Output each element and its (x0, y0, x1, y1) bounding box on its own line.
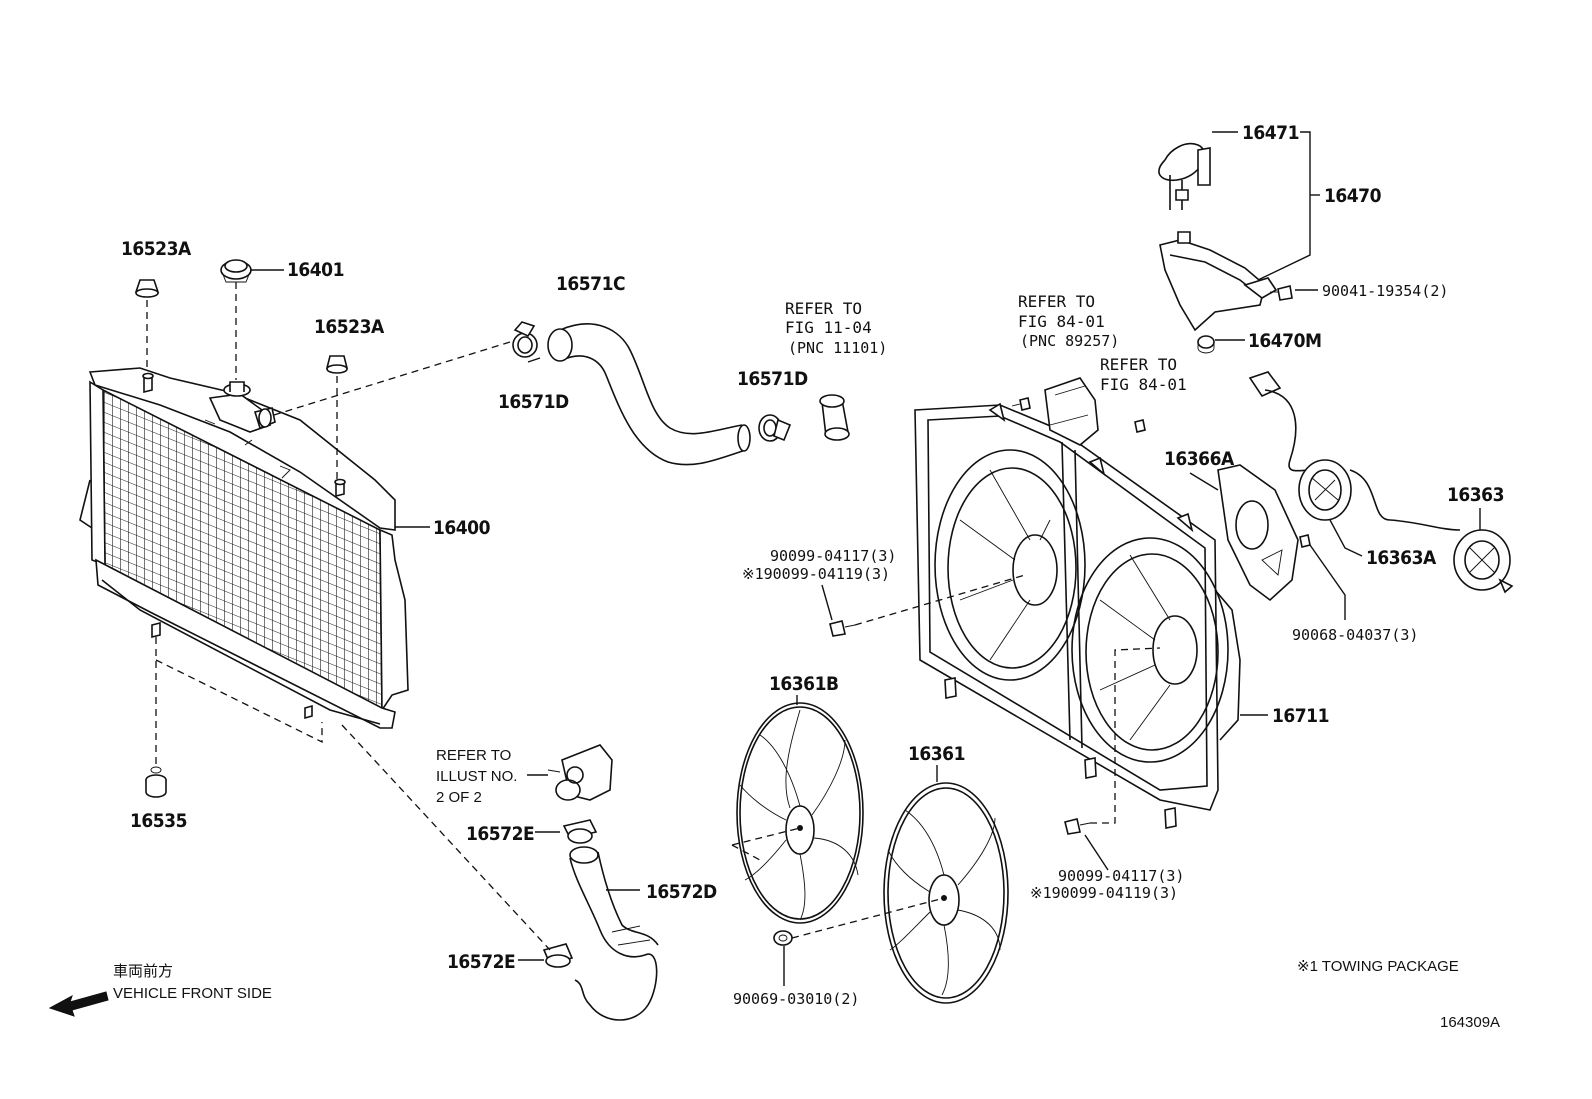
label-16470: 16470 (1324, 185, 1382, 207)
vehicle-front-arrow-icon (48, 991, 109, 1017)
label-16366A: 16366A (1164, 448, 1235, 470)
radiator-cap-illustration (220, 259, 252, 283)
label-16361B: 16361B (769, 673, 839, 695)
screw-upper-illustration (829, 620, 856, 637)
clip-16523A-mid-illustration (325, 355, 349, 374)
relay-bracket-illustration (1011, 377, 1146, 446)
fan-16361B-illustration (736, 702, 864, 924)
radiator-illustration (79, 367, 409, 729)
hose-clamp-16572E-bottom-illustration (542, 943, 574, 968)
refer-fig84a-line3: (PNC 89257) (1020, 332, 1119, 350)
refer-illust-line3: 2 OF 2 (436, 789, 482, 806)
nut-90069-illustration (773, 930, 793, 946)
label-16523A-top: 16523A (121, 238, 192, 260)
refer-fig84b-line1: REFER TO (1100, 355, 1177, 374)
clip-16523A-top-illustration (134, 279, 160, 298)
towing-package-note: ※1 TOWING PACKAGE (1297, 958, 1459, 975)
refer-fig84a-line2: FIG 84-01 (1018, 312, 1105, 331)
label-16535: 16535 (130, 810, 187, 832)
label-90099-04119-lower: ※190099-04119(3) (1030, 884, 1178, 902)
label-90041-19354: 90041-19354(2) (1322, 282, 1448, 300)
hose-clamp-16571D-left-illustration (512, 321, 538, 358)
label-16363: 16363 (1447, 484, 1504, 506)
label-90069-03010: 90069-03010(2) (733, 990, 859, 1008)
assembly-dashed-lines (146, 282, 1161, 951)
fan-motor-16363-illustration (1453, 529, 1514, 594)
label-90099-04117-lower: 90099-04117(3) (1058, 867, 1184, 885)
label-16571D-right: 16571D (737, 368, 808, 390)
label-16523A-mid: 16523A (314, 316, 385, 338)
leader-lines (250, 131, 1481, 986)
refer-fig84a-line1: REFER TO (1018, 292, 1095, 311)
label-16572E-bottom: 16572E (447, 951, 515, 973)
label-16571D-left: 16571D (498, 391, 569, 413)
hose-clamp-16572E-top-illustration (562, 819, 598, 844)
fan-16361-illustration (883, 782, 1009, 1004)
refer-fig11-line2: FIG 11-04 (785, 318, 872, 337)
fan-motor-16363A-illustration (1248, 371, 1461, 531)
reservoir-tank-illustration (1158, 142, 1293, 354)
water-inlet-illustration (547, 744, 613, 801)
label-90099-04119-upper: ※190099-04119(3) (742, 565, 890, 583)
screw-lower-illustration (1064, 818, 1091, 835)
label-16400: 16400 (433, 517, 491, 539)
label-16572D: 16572D (646, 881, 717, 903)
label-16471: 16471 (1242, 122, 1299, 144)
part-labels: 16523A 16401 16523A 16571C 16571D 16571D… (113, 122, 1504, 1031)
label-16361: 16361 (908, 743, 965, 765)
cushion-16535-illustration (145, 766, 167, 798)
refer-fig84b-line2: FIG 84-01 (1100, 375, 1187, 394)
upper-hose-illustration (547, 323, 751, 466)
figure-id: 164309A (1440, 1014, 1500, 1031)
label-16401: 16401 (287, 259, 344, 281)
vehicle-front-japanese: 車両前方 (113, 963, 173, 980)
vehicle-front-english: VEHICLE FRONT SIDE (113, 985, 272, 1002)
label-16470M: 16470M (1248, 330, 1321, 352)
pipe-sleeve-illustration (819, 394, 850, 441)
refer-illust-line2: ILLUST NO. (436, 768, 517, 785)
hose-clamp-16571D-right-illustration (758, 414, 792, 442)
label-16571C: 16571C (556, 273, 625, 295)
label-90099-04117-upper: 90099-04117(3) (770, 547, 896, 565)
fan-shroud-illustration (914, 402, 1241, 829)
refer-fig11-line3: (PNC 11101) (788, 339, 887, 357)
refer-fig11-line1: REFER TO (785, 299, 862, 318)
refer-illust-line1: REFER TO (436, 747, 511, 764)
label-16363A: 16363A (1366, 547, 1437, 569)
label-16572E-top: 16572E (466, 823, 534, 845)
motor-plate-illustration (1217, 464, 1311, 602)
label-16711: 16711 (1272, 705, 1329, 727)
label-90068-04037: 90068-04037(3) (1292, 626, 1418, 644)
lower-hose-illustration (569, 846, 659, 1021)
